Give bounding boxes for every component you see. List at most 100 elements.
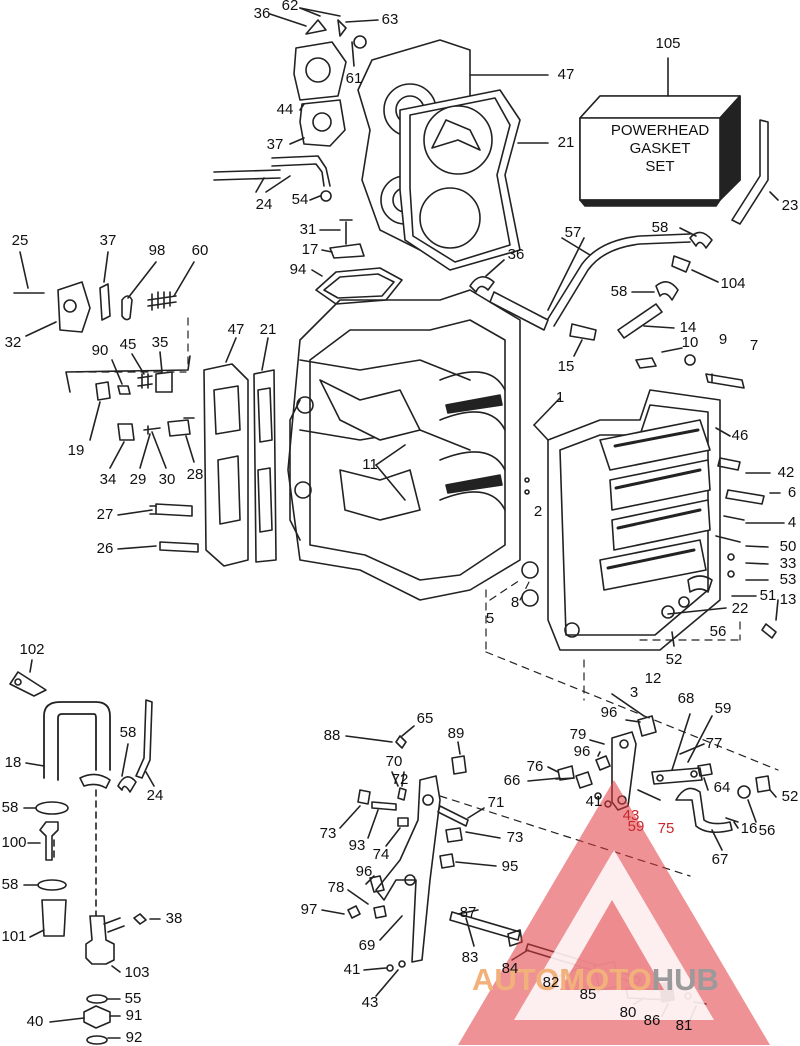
watermark-triangle bbox=[458, 780, 770, 1045]
callout-61: 61 bbox=[345, 70, 363, 87]
watermark-word-1: AUTO bbox=[472, 962, 560, 997]
callout-25: 25 bbox=[11, 232, 29, 249]
callout-5: 5 bbox=[485, 610, 495, 627]
callout-76: 76 bbox=[526, 758, 544, 775]
callout-58: 58 bbox=[1, 876, 19, 893]
callout-43: 43 bbox=[622, 807, 640, 824]
gasket-label-line-1: POWERHEAD bbox=[610, 122, 710, 139]
gasket-set-box bbox=[579, 57, 741, 207]
callout-42: 42 bbox=[777, 464, 795, 481]
callout-17: 17 bbox=[301, 241, 319, 258]
callout-13: 13 bbox=[779, 591, 797, 608]
callout-14: 14 bbox=[679, 319, 697, 336]
callout-70: 70 bbox=[385, 753, 403, 770]
callout-89: 89 bbox=[447, 725, 465, 742]
callout-58: 58 bbox=[1, 799, 19, 816]
callout-24: 24 bbox=[255, 196, 273, 213]
callout-46: 46 bbox=[731, 427, 749, 444]
callout-47: 47 bbox=[227, 321, 245, 338]
callout-84: 84 bbox=[501, 960, 519, 977]
callout-83: 83 bbox=[461, 949, 479, 966]
callout-26: 26 bbox=[96, 540, 114, 557]
callout-34: 34 bbox=[99, 471, 117, 488]
callout-64: 64 bbox=[713, 779, 731, 796]
callout-22: 22 bbox=[731, 600, 749, 617]
callout-41: 41 bbox=[343, 961, 361, 978]
callout-88: 88 bbox=[323, 727, 341, 744]
callout-62: 62 bbox=[281, 0, 299, 14]
intake-manifold bbox=[521, 373, 785, 651]
callout-58: 58 bbox=[119, 724, 137, 741]
callout-103: 103 bbox=[124, 964, 150, 981]
callout-59: 59 bbox=[627, 818, 645, 835]
callout-69: 69 bbox=[358, 937, 376, 954]
callout-87: 87 bbox=[459, 904, 477, 921]
callout-86: 86 bbox=[643, 1012, 661, 1029]
callout-82: 82 bbox=[542, 974, 560, 991]
callout-58: 58 bbox=[610, 283, 628, 300]
callout-72: 72 bbox=[391, 771, 409, 788]
callout-105: 105 bbox=[655, 35, 681, 52]
callout-91: 91 bbox=[125, 1007, 143, 1024]
watermark-word-3: HUB bbox=[651, 962, 719, 997]
callout-58: 58 bbox=[651, 219, 669, 236]
callout-15: 15 bbox=[557, 358, 575, 375]
callout-104: 104 bbox=[720, 275, 746, 292]
callout-43: 43 bbox=[361, 994, 379, 1011]
callout-90: 90 bbox=[91, 342, 109, 359]
callout-97: 97 bbox=[300, 901, 318, 918]
callout-65: 65 bbox=[416, 710, 434, 727]
callout-50: 50 bbox=[779, 538, 797, 555]
callout-7: 7 bbox=[749, 337, 759, 354]
callout-66: 66 bbox=[503, 772, 521, 789]
callout-29: 29 bbox=[129, 471, 147, 488]
callout-56: 56 bbox=[709, 623, 727, 640]
callout-52: 52 bbox=[665, 651, 683, 668]
callout-31: 31 bbox=[299, 221, 317, 238]
callout-11: 11 bbox=[362, 456, 378, 473]
callout-32: 32 bbox=[4, 334, 22, 351]
upper-right-hoses bbox=[311, 119, 779, 369]
callout-54: 54 bbox=[291, 191, 309, 208]
callout-40: 40 bbox=[26, 1013, 44, 1030]
callout-73: 73 bbox=[319, 825, 337, 842]
callout-57: 57 bbox=[564, 224, 582, 241]
callout-96: 96 bbox=[573, 743, 591, 760]
callout-27: 27 bbox=[96, 506, 114, 523]
callout-77: 77 bbox=[705, 735, 723, 752]
callout-94: 94 bbox=[289, 261, 307, 278]
callout-1: 1 bbox=[555, 389, 565, 406]
callout-52: 52 bbox=[781, 788, 799, 805]
callout-96: 96 bbox=[355, 863, 373, 880]
top-cover-parts bbox=[213, 7, 379, 202]
callout-19: 19 bbox=[67, 442, 85, 459]
callout-23: 23 bbox=[781, 197, 799, 214]
callout-67: 67 bbox=[711, 851, 729, 868]
callout-36: 36 bbox=[507, 246, 525, 263]
callout-60: 60 bbox=[191, 242, 209, 259]
gasket-set-label: POWERHEAD GASKET SET bbox=[594, 108, 726, 190]
callout-2: 2 bbox=[533, 503, 543, 520]
callout-80: 80 bbox=[619, 1004, 637, 1021]
callout-45: 45 bbox=[119, 336, 137, 353]
callout-44: 44 bbox=[276, 101, 294, 118]
callout-63: 63 bbox=[381, 11, 399, 28]
callout-102: 102 bbox=[19, 641, 45, 658]
callout-10: 10 bbox=[681, 334, 699, 351]
callout-100: 100 bbox=[1, 834, 27, 851]
callout-38: 38 bbox=[165, 910, 183, 927]
callout-71: 71 bbox=[487, 794, 505, 811]
callout-18: 18 bbox=[4, 754, 22, 771]
callout-3: 3 bbox=[629, 684, 639, 701]
callout-53: 53 bbox=[779, 571, 797, 588]
callout-37: 37 bbox=[266, 136, 284, 153]
lower-left-lines bbox=[9, 659, 161, 1045]
callout-98: 98 bbox=[148, 242, 166, 259]
callout-92: 92 bbox=[125, 1029, 143, 1046]
callout-95: 95 bbox=[501, 858, 519, 875]
callout-37: 37 bbox=[99, 232, 117, 249]
callout-75: 75 bbox=[657, 820, 675, 837]
callout-74: 74 bbox=[372, 846, 390, 863]
